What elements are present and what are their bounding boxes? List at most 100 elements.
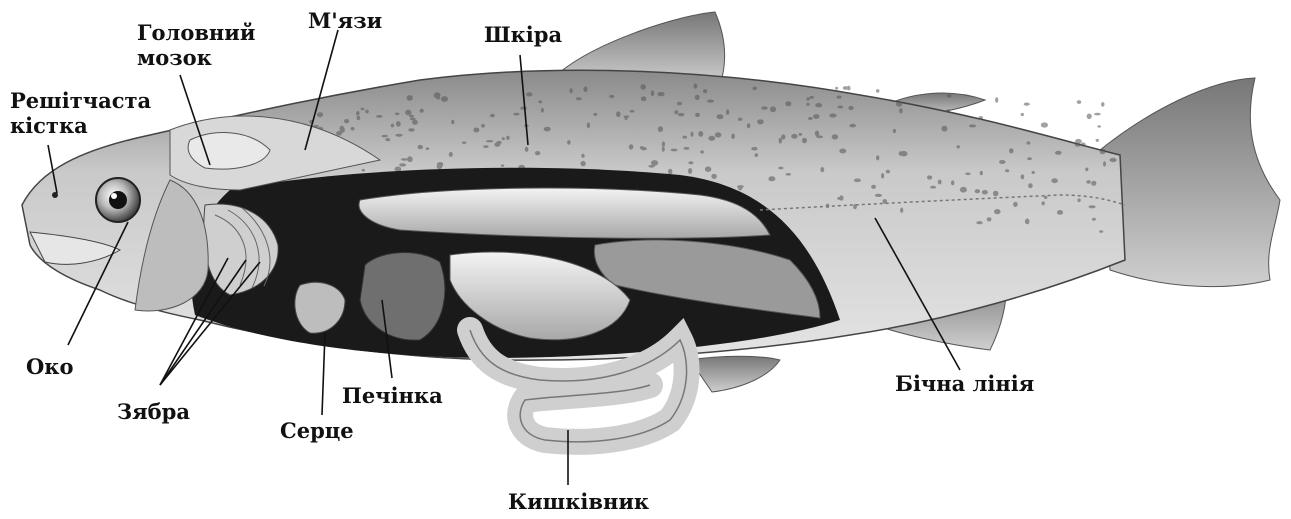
skin-spot: [715, 132, 722, 137]
skin-spot: [893, 129, 896, 133]
skin-spot: [837, 96, 842, 99]
skin-spot: [340, 126, 345, 132]
skin-spot: [1025, 219, 1030, 225]
skin-spot: [946, 109, 950, 111]
label-lateral-line: Бічна лінія: [895, 371, 1034, 396]
skin-spot: [581, 154, 584, 158]
skin-spot: [501, 164, 504, 166]
skin-spot: [490, 114, 495, 117]
skin-spot: [731, 134, 735, 140]
skin-spot: [896, 101, 902, 106]
skin-spot: [391, 124, 394, 128]
skin-spot: [395, 113, 399, 116]
skin-spot: [538, 100, 542, 103]
skin-spot: [694, 83, 698, 88]
skin-spot: [483, 145, 489, 148]
skin-spot: [703, 89, 707, 93]
skin-spot: [799, 133, 802, 136]
skin-spot: [698, 131, 703, 137]
pelvic-fin: [690, 356, 780, 392]
label-heart: Серце: [280, 418, 354, 443]
skin-spot: [609, 95, 614, 98]
skin-spot: [808, 117, 813, 120]
skin-spot: [1032, 171, 1035, 174]
skin-spot: [1024, 103, 1030, 106]
skin-spot: [1100, 149, 1106, 155]
skin-spot: [951, 180, 954, 185]
skin-spot: [999, 160, 1006, 164]
skin-spot: [778, 167, 783, 170]
skin-spot: [899, 108, 903, 113]
skin-spot: [770, 106, 776, 112]
skin-spot: [1097, 125, 1101, 127]
skin-spot: [738, 186, 742, 191]
skin-spot: [1057, 210, 1063, 215]
skin-spot: [494, 142, 500, 146]
skin-spot: [881, 173, 884, 179]
skin-spot: [843, 86, 848, 90]
skin-spot: [658, 126, 663, 132]
skin-spot: [700, 150, 704, 153]
skin-spot: [835, 87, 838, 90]
label-skin: Шкіра: [484, 22, 562, 47]
skin-spot: [837, 106, 843, 109]
skin-spot: [1087, 114, 1092, 120]
skin-spot: [839, 149, 846, 154]
skin-spot: [382, 135, 388, 138]
tail-fin: [1100, 78, 1280, 287]
skin-spot: [848, 106, 853, 110]
skin-spot: [832, 134, 838, 139]
skin-spot: [753, 87, 757, 91]
skin-spot: [1041, 122, 1048, 127]
skin-spot: [640, 84, 646, 89]
skin-spot: [362, 169, 365, 172]
skin-spot: [1094, 113, 1101, 116]
skin-spot: [738, 118, 743, 121]
skin-spot: [791, 134, 797, 139]
skin-spot: [837, 197, 841, 200]
skin-spot: [1075, 142, 1081, 146]
skin-spot: [969, 124, 976, 127]
skin-spot: [351, 127, 355, 130]
skin-spot: [1013, 202, 1018, 207]
label-liver: Печінка: [342, 383, 443, 408]
skin-spot: [786, 173, 792, 176]
skin-spot: [1096, 139, 1099, 142]
skin-spot: [994, 209, 1001, 214]
skin-spot: [405, 110, 411, 116]
skin-spot: [688, 161, 693, 164]
skin-spot: [982, 190, 988, 195]
skin-spot: [583, 86, 587, 92]
skin-spot: [829, 114, 836, 118]
skin-spot: [407, 95, 413, 101]
skin-spot: [768, 176, 775, 181]
skin-spot: [1089, 205, 1096, 208]
skin-spot: [683, 136, 688, 139]
skin-spot: [708, 136, 715, 141]
skin-spot: [995, 97, 998, 103]
skin-spot: [317, 112, 323, 117]
skin-spot: [1110, 158, 1117, 162]
skin-spot: [757, 119, 764, 124]
skin-spot: [677, 102, 682, 106]
skin-spot: [1051, 178, 1057, 183]
skin-spot: [707, 100, 714, 103]
skin-spot: [761, 106, 768, 109]
label-brain: Головний мозок: [137, 20, 255, 70]
skin-spot: [651, 90, 654, 96]
skin-spot: [960, 187, 967, 193]
label-brain-line1: Головний: [137, 20, 255, 45]
skin-spot: [648, 165, 654, 168]
skin-spot: [462, 142, 466, 144]
skin-spot: [1103, 161, 1106, 166]
skin-spot: [526, 92, 532, 96]
skin-spot: [695, 113, 700, 117]
skin-spot: [587, 122, 590, 128]
skin-spot: [1077, 199, 1080, 203]
skin-spot: [376, 115, 383, 118]
skin-spot: [356, 111, 359, 116]
skin-spot: [871, 185, 876, 189]
skin-spot: [576, 97, 582, 100]
label-ethmoid-bone-line2: кістка: [10, 113, 151, 138]
skin-spot: [651, 160, 658, 166]
